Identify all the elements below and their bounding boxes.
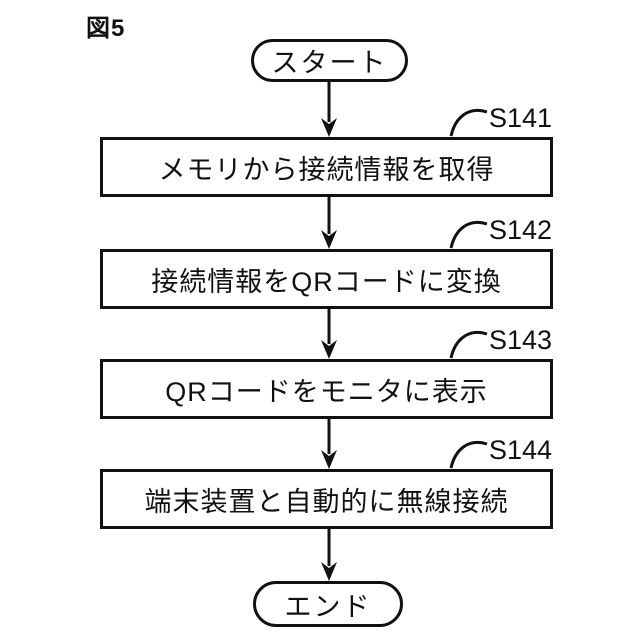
process-box-s143: QRコードをモニタに表示 (100, 359, 553, 419)
flow-arrow (321, 419, 337, 469)
step-id-s141: S141 (489, 103, 553, 133)
flow-arrow (321, 309, 337, 359)
end-terminal: エンド (253, 581, 403, 627)
start-label: スタート (271, 48, 388, 78)
flow-arrow (321, 197, 337, 249)
flow-arrow (321, 529, 337, 581)
label-leader-line (449, 109, 488, 137)
step-id-s142: S142 (489, 215, 553, 245)
figure-title: 図5 (86, 15, 126, 42)
step-id-s144: S144 (489, 435, 553, 465)
step-id-s143: S143 (489, 325, 553, 355)
process-box-s141: メモリから接続情報を取得 (100, 137, 553, 197)
process-label: QRコードをモニタに表示 (165, 376, 488, 407)
end-label: エンド (284, 591, 372, 622)
flow-arrow (321, 82, 337, 137)
process-label: メモリから接続情報を取得 (158, 154, 495, 185)
label-leader-line (449, 331, 488, 359)
label-leader-line (449, 441, 488, 469)
start-terminal: スタート (251, 39, 408, 82)
label-leader-line (449, 221, 488, 249)
process-box-s142: 接続情報をQRコードに変換 (100, 249, 553, 309)
process-label: 端末装置と自動的に無線接続 (144, 486, 509, 517)
process-label: 接続情報をQRコードに変換 (151, 266, 502, 297)
process-box-s144: 端末装置と自動的に無線接続 (100, 469, 553, 529)
